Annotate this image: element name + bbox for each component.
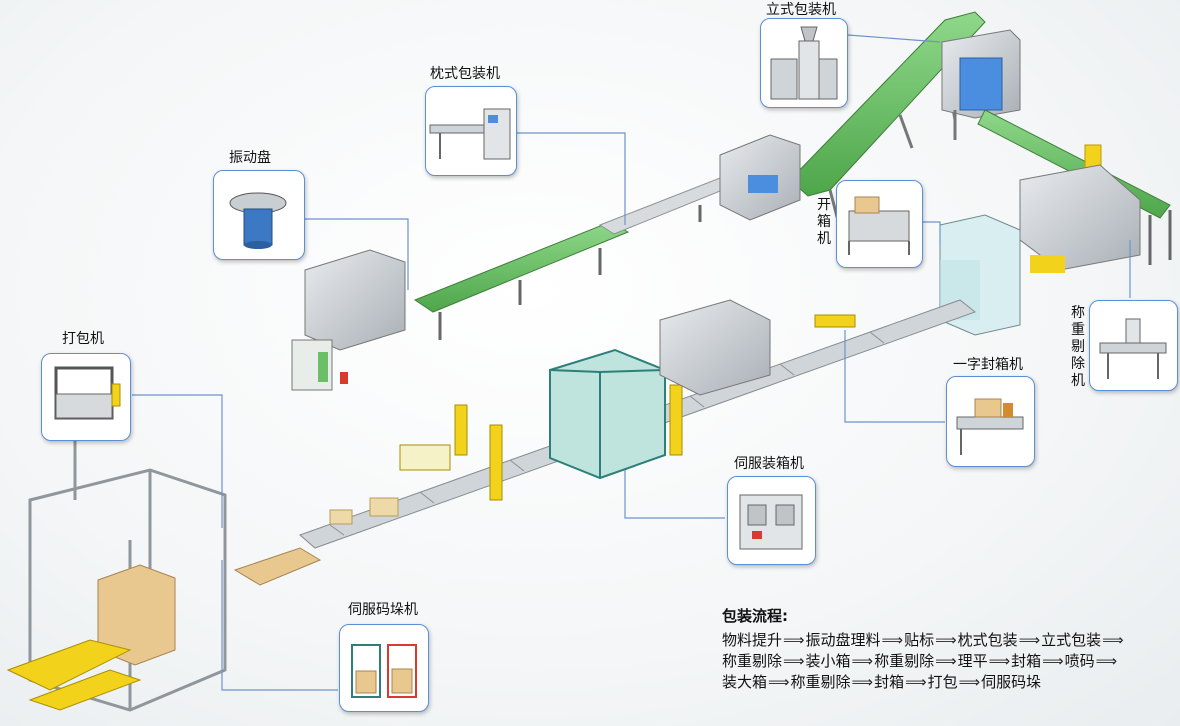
process-step: 封箱: [1011, 652, 1042, 670]
process-step: 立式包装: [1041, 631, 1102, 649]
process-step: 理平: [957, 652, 988, 670]
process-title: 包装流程:: [722, 607, 788, 625]
callout-checkweigher: [1089, 300, 1178, 391]
arrow-icon: ⟹: [768, 673, 790, 691]
label-strapping-machine: 打包机: [62, 331, 104, 347]
arrow-icon: ⟹: [988, 652, 1011, 670]
process-line: 装大箱⟹称重剔除⟹封箱⟹打包⟹伺服码垛: [722, 672, 1172, 693]
arrow-icon: ⟹: [958, 673, 981, 691]
process-step: 喷码: [1064, 652, 1095, 670]
case-erector-icon: [848, 196, 910, 255]
label-vibratory-bowl: 振动盘: [229, 150, 271, 166]
arrow-icon: ⟹: [1042, 652, 1064, 670]
process-step: 伺服码垛: [981, 673, 1042, 691]
process-line: 称重剔除⟹装小箱⟹称重剔除⟹理平⟹封箱⟹喷码⟹: [722, 651, 1172, 672]
process-step: 物料提升: [722, 631, 783, 649]
label-vertical-packer: 立式包装机: [766, 2, 836, 18]
process-step: 打包: [927, 673, 958, 691]
strapping-machine-icon: [54, 366, 121, 420]
label-servo-case-packer: 伺服装箱机: [734, 456, 804, 472]
yellow-stations: [399, 314, 856, 501]
process-step: 称重剔除: [790, 673, 851, 691]
callout-strapping-machine: [41, 353, 131, 441]
case-packer-cabinet: [549, 348, 666, 480]
arrow-icon: ⟹: [783, 652, 805, 670]
servo-palletizer-icon: [351, 644, 417, 698]
leader-lines: [132, 34, 1131, 691]
process-line: 物料提升⟹振动盘理料⟹贴标⟹枕式包装⟹立式包装⟹: [722, 630, 1172, 651]
label-tape-sealer: 一字封箱机: [953, 357, 1023, 373]
arrow-icon: ⟹: [1018, 631, 1041, 649]
checkweigher-icon: [1099, 318, 1167, 379]
arrow-icon: ⟹: [1102, 631, 1124, 649]
label-case-erector: 开箱机: [817, 197, 831, 247]
callout-tape-sealer: [946, 376, 1035, 467]
process-step: 称重剔除: [722, 652, 783, 670]
arrow-icon: ⟹: [935, 631, 957, 649]
callout-case-erector: [836, 180, 923, 268]
tape-sealer-icon: [956, 398, 1024, 455]
label-pillow-packer: 枕式包装机: [430, 66, 500, 82]
hopper-feeder: [291, 249, 406, 391]
vibratory-bowl-icon: [229, 192, 287, 249]
palletizer-load: [6, 547, 322, 711]
callout-servo-palletizer: [339, 624, 429, 712]
right-machines: [939, 164, 1141, 336]
arrow-icon: ⟹: [905, 673, 927, 691]
callout-servo-case-packer: [727, 476, 816, 565]
process-step: 振动盘理料: [805, 631, 881, 649]
packer-machine-mid: [719, 134, 801, 221]
process-step: 封箱: [874, 673, 905, 691]
arrow-icon: ⟹: [851, 673, 874, 691]
process-step: 枕式包装: [957, 631, 1018, 649]
pillow-packer-icon: [429, 108, 511, 160]
packaging-process: 包装流程: 物料提升⟹振动盘理料⟹贴标⟹枕式包装⟹立式包装⟹称重剔除⟹装小箱⟹称…: [722, 605, 1172, 693]
process-step: 贴标: [904, 631, 935, 649]
arrow-icon: ⟹: [935, 652, 957, 670]
callout-vertical-packer: [760, 18, 848, 108]
arrow-icon: ⟹: [851, 652, 874, 670]
vertical-packer-tower: [941, 29, 1021, 140]
callout-pillow-packer: [425, 86, 517, 176]
label-checkweigher: 称重剔除机: [1071, 305, 1085, 389]
gray-sealer: [659, 299, 771, 396]
process-step: 装大箱: [722, 673, 768, 691]
arrow-icon: ⟹: [881, 631, 904, 649]
label-servo-palletizer: 伺服码垛机: [348, 602, 418, 618]
process-step: 装小箱: [805, 652, 851, 670]
process-step: 称重剔除: [874, 652, 935, 670]
callout-vibratory-bowl: [213, 170, 305, 260]
vertical-packer-icon: [770, 26, 838, 100]
upper-conveyor: [413, 177, 737, 340]
servo-case-packer-icon: [739, 494, 803, 550]
arrow-icon: ⟹: [1095, 652, 1118, 670]
arrow-icon: ⟹: [783, 631, 805, 649]
process-steps: 物料提升⟹振动盘理料⟹贴标⟹枕式包装⟹立式包装⟹称重剔除⟹装小箱⟹称重剔除⟹理平…: [722, 630, 1172, 693]
